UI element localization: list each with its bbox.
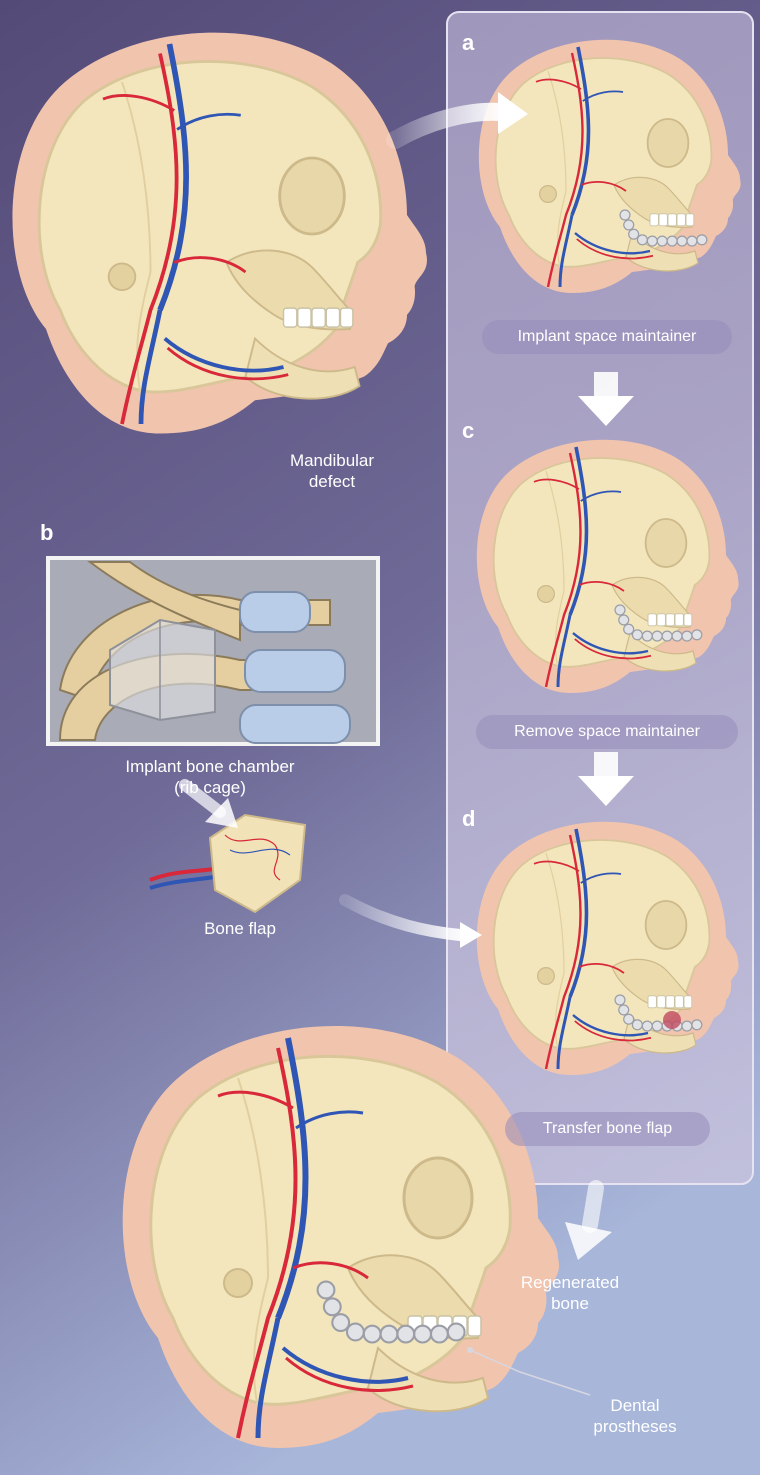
panel-label-d: d [462, 806, 475, 832]
label-implant-bone-chamber: Implant bone chamber (rib cage) [90, 756, 330, 798]
label-transfer-bone-flap: Transfer bone flap [505, 1112, 710, 1146]
rib-cage-inset [48, 558, 378, 744]
label-remove-space-maintainer: Remove space maintainer [476, 715, 738, 749]
label-bone-flap: Bone flap [170, 918, 310, 939]
label-implant-space-maintainer: Implant space maintainer [482, 320, 732, 354]
panel-label-a: a [462, 30, 474, 56]
label-regenerated-bone: Regenerated bone [500, 1272, 640, 1314]
label-mandibular-defect: Mandibular defect [262, 450, 402, 492]
label-dental-prostheses: Dental prostheses [570, 1395, 700, 1437]
panel-label-b: b [40, 520, 53, 546]
panel-label-c: c [462, 418, 474, 444]
